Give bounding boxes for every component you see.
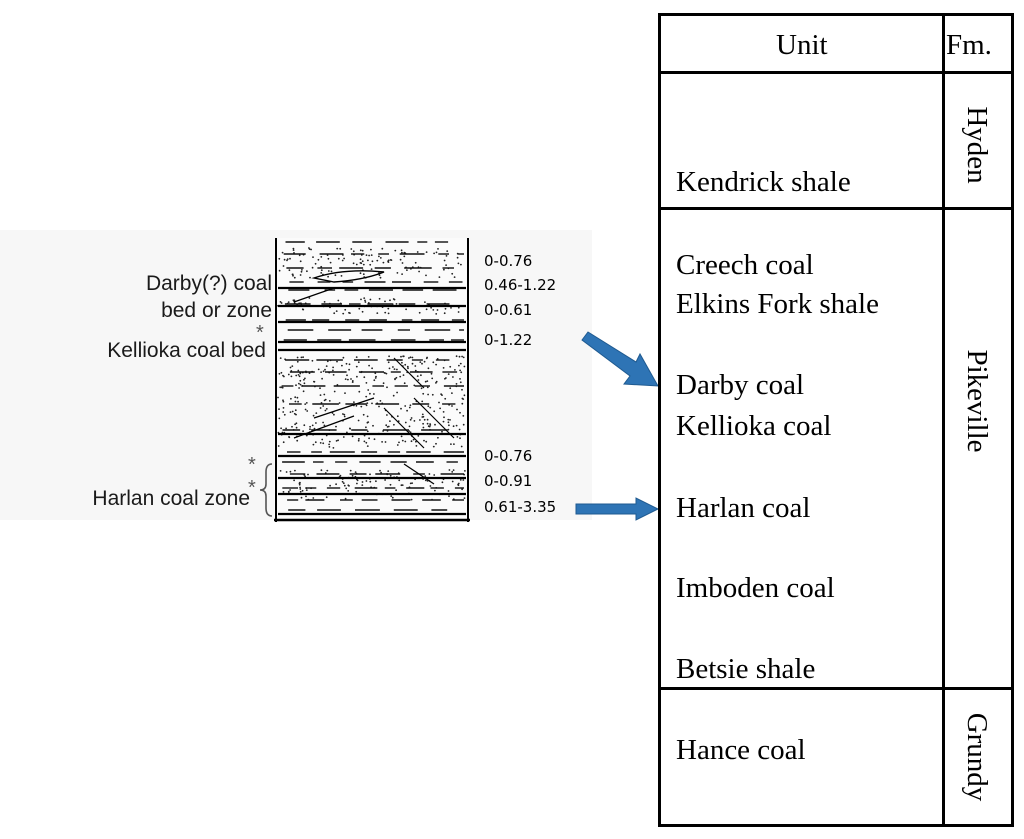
column-divider (942, 13, 945, 827)
thickness-value: 0-0.61 (484, 301, 533, 319)
unit-darby-coal: Darby coal (676, 369, 805, 401)
unit-kellioka-coal: Kellioka coal (676, 410, 832, 442)
unit-betsie-shale: Betsie shale (676, 653, 816, 685)
darby-bed-zone-label: bed or zone (161, 299, 272, 322)
thickness-value: 0-0.91 (484, 472, 533, 490)
stratigraphic-table (658, 13, 1014, 827)
formation-grundy: Grundy (961, 712, 993, 802)
darby-coal-label: Darby(?) coal (145, 272, 272, 295)
asterisk-harlan-upper: * (248, 454, 256, 476)
thickness-value: 0.46-1.22 (484, 276, 557, 294)
thickness-value: 0-0.76 (484, 252, 533, 270)
asterisk-kellioka: * (256, 322, 264, 344)
thickness-value: 0-0.76 (484, 447, 533, 465)
thickness-value: 0.61-3.35 (484, 498, 557, 516)
arrow-to-darby-coal (581, 331, 659, 387)
stratigraphic-column (274, 238, 470, 522)
harlan-zone-brace (259, 463, 273, 517)
unit-creech-coal: Creech coal (676, 249, 814, 281)
pikeville-grundy-rule (658, 687, 1014, 690)
header-rule (658, 71, 1014, 74)
thickness-value: 0-1.22 (484, 331, 533, 349)
formation-pikeville: Pikeville (961, 349, 993, 453)
formation-hyden: Hyden (961, 106, 993, 184)
formation-header: Fm. (946, 29, 992, 61)
unit-imboden-coal: Imboden coal (676, 572, 835, 604)
hyden-pikeville-rule (658, 207, 1014, 210)
unit-header: Unit (776, 29, 828, 61)
asterisk-harlan-lower: * (248, 477, 256, 499)
harlan-coal-zone-label: Harlan coal zone (92, 487, 250, 510)
unit-kendrick-shale: Kendrick shale (676, 166, 851, 198)
unit-harlan-coal: Harlan coal (676, 492, 811, 524)
unit-hance-coal: Hance coal (676, 734, 806, 766)
arrow-to-harlan-coal (575, 497, 660, 521)
kellioka-coal-bed-label: Kellioka coal bed (107, 339, 266, 362)
unit-elkins-fork-shale: Elkins Fork shale (676, 288, 879, 320)
